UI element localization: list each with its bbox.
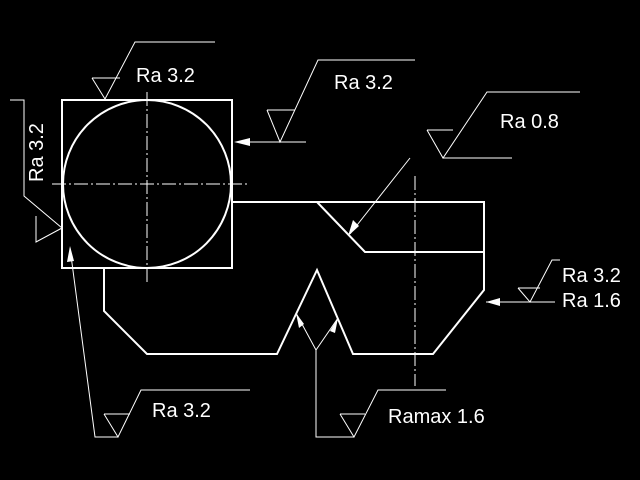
leader-vee-left — [295, 312, 354, 438]
roughness-labels: Ra 3.2 Ra 3.2 Ra 3.2 Ra 0.8 Ra 3.2 Ra 1.… — [26, 65, 621, 428]
label-right-square: Ra 3.2 — [334, 72, 393, 94]
part-outline — [61, 99, 485, 355]
roughness-symbol-groove — [426, 91, 580, 159]
label-right-face-upper: Ra 3.2 — [562, 265, 621, 287]
leader-vee-right — [315, 317, 339, 351]
label-top-square: Ra 3.2 — [136, 65, 195, 87]
leader-bottom-left — [69, 247, 118, 438]
center-lines — [52, 92, 416, 386]
label-right-face-lower: Ra 1.6 — [562, 290, 621, 312]
body-profile — [103, 201, 485, 355]
label-left-square: Ra 3.2 — [26, 123, 48, 182]
label-groove: Ra 0.8 — [500, 111, 559, 133]
leader-left — [10, 99, 63, 229]
groove-slope — [316, 201, 484, 253]
roughness-symbols — [10, 41, 580, 439]
label-vee-notch: Ramax 1.6 — [388, 406, 485, 428]
roughness-symbol-vee — [339, 389, 446, 439]
label-bottom-left: Ra 3.2 — [152, 400, 211, 422]
roughness-symbol-top — [91, 41, 215, 101]
leader-groove — [349, 157, 411, 235]
roughness-symbol-right — [266, 59, 415, 144]
roughness-symbol-right-face — [517, 259, 560, 303]
roughness-symbol-left — [35, 216, 63, 243]
